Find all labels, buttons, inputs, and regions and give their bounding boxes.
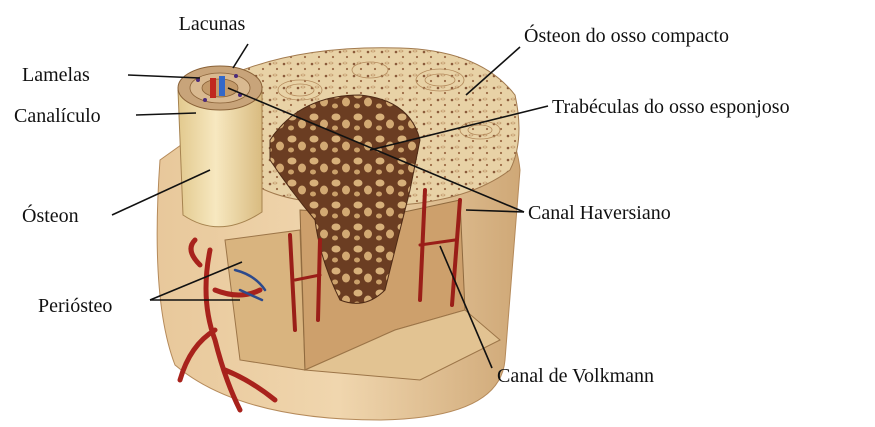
label-haversian-canal: Canal Haversiano [528, 202, 671, 224]
label-periosteo: Periósteo [38, 295, 112, 317]
label-canaliculo: Canalículo [14, 105, 101, 127]
label-osteon-compact-bone: Ósteon do osso compacto [524, 23, 729, 47]
label-lacunas: Lacunas [179, 13, 246, 35]
label-lamelas: Lamelas [22, 64, 90, 86]
bone-illustration [157, 48, 520, 420]
label-volkmann-canal: Canal de Volkmann [497, 365, 654, 387]
label-osteon: Ósteon [22, 203, 79, 227]
osteon-cylinder [178, 66, 262, 227]
label-spongy-bone-trabeculae: Trabéculas do osso esponjoso [552, 96, 790, 118]
